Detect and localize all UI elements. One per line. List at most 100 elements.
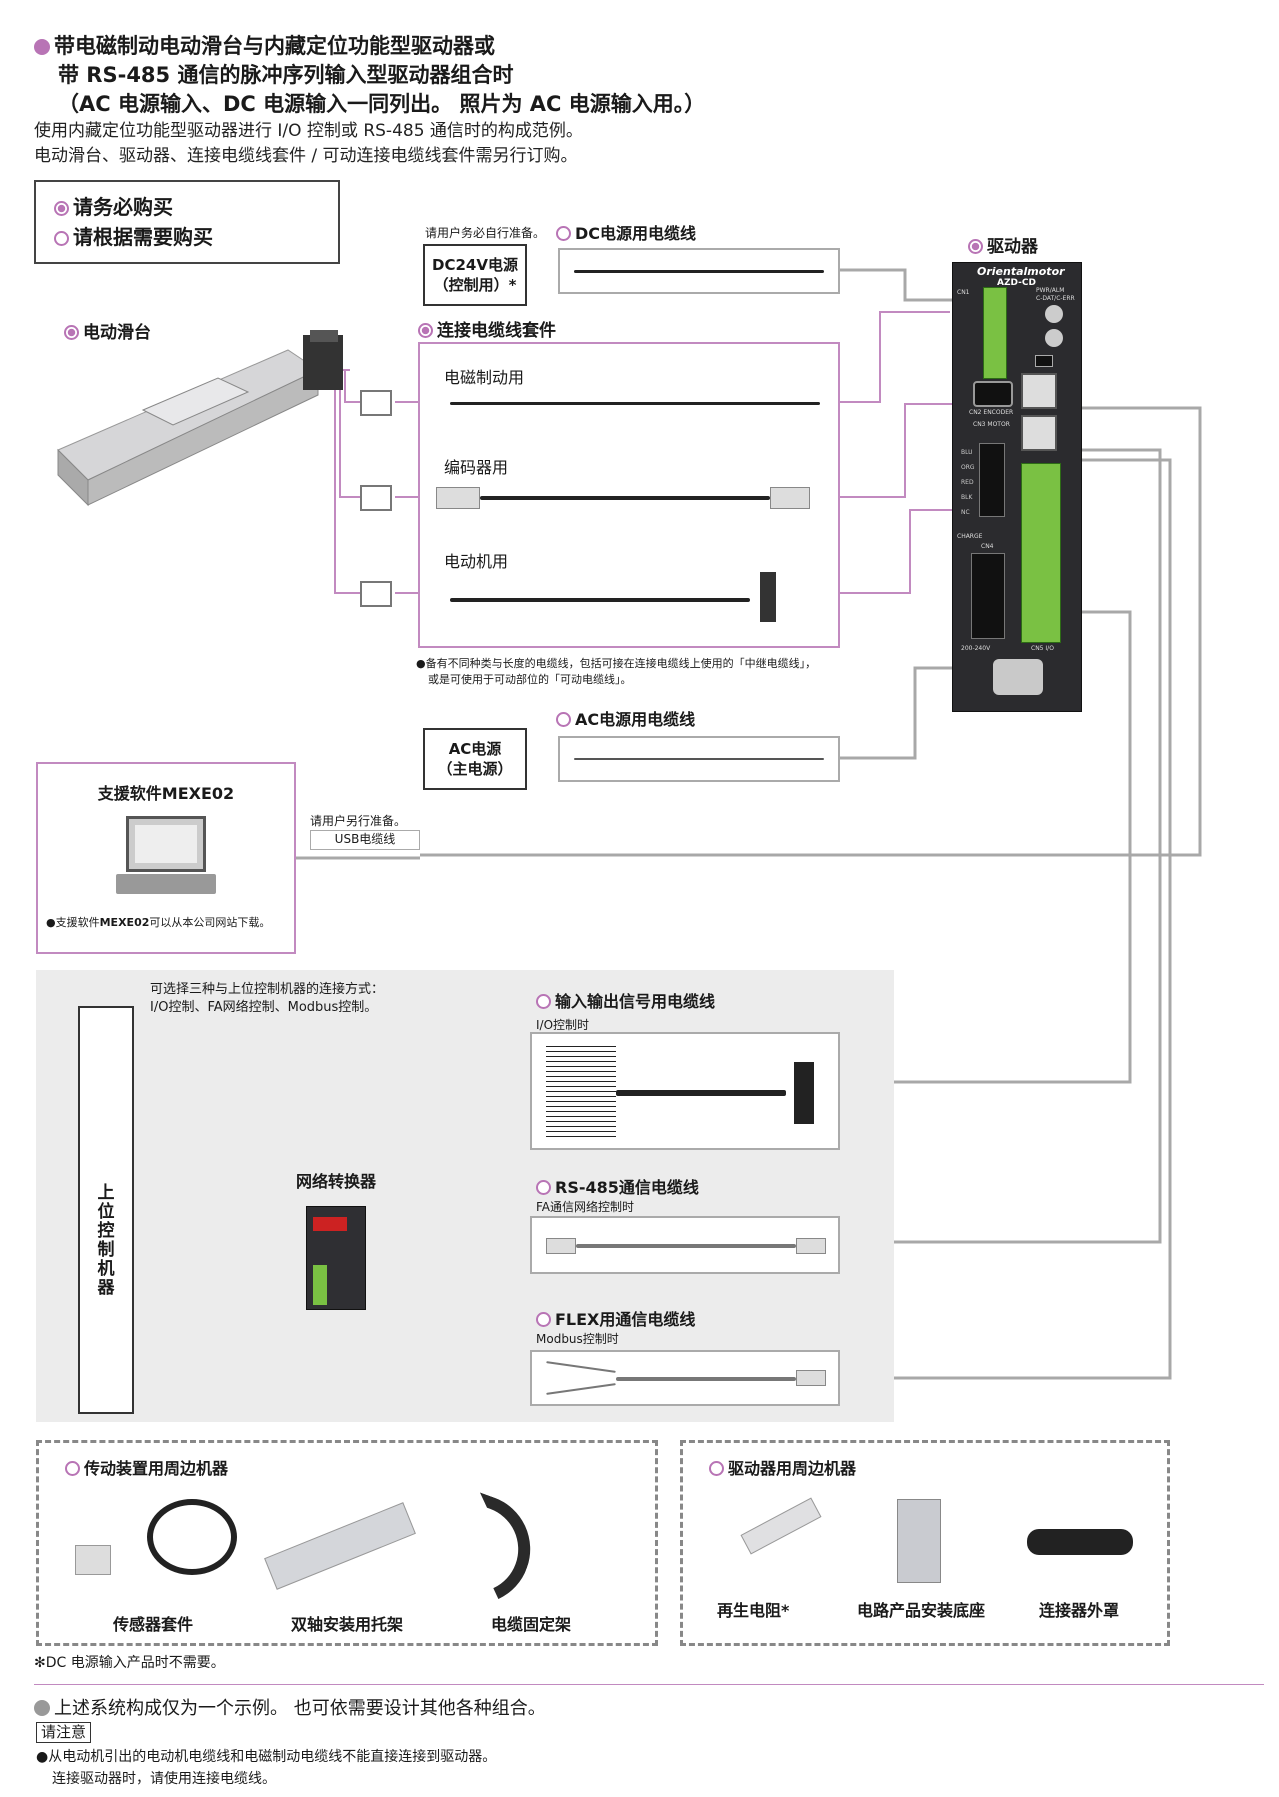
encoder-connector-icon [360,485,392,511]
optional-icon [54,231,69,246]
rs485-port-icon [1021,415,1057,451]
motor-cable-label: 电动机用 [444,552,509,571]
driver-model: AZD-CD [997,278,1036,288]
software-title: 支援软件MEXE02 [97,784,235,803]
ac-cable-label: AC电源用电缆线 [556,706,695,730]
software-note: ●支援软件MEXE02可以从本公司网站下载。 [46,916,271,929]
brake-cable-image [450,402,820,405]
optional-icon [536,1312,551,1327]
ac-power-box: AC电源 （主电源） [423,728,527,790]
io-cable-box [530,1032,840,1150]
rs485-port-icon [1021,373,1057,409]
driver-cn2-label: CN2 ENCODER [969,409,1014,416]
usb-port-icon [1035,355,1053,367]
divider [34,1684,1264,1685]
slide-label: 电动滑台 [64,318,151,343]
flex-plug-icon [796,1370,826,1386]
cn1-terminal-icon [983,287,1007,379]
title-line-1: 带电磁制动电动滑台与内藏定位功能型驱动器或 [34,32,705,61]
rotary-switch-icon [1045,329,1063,347]
cn5-io-terminal-icon [1021,463,1061,643]
encoder-cable-image [480,496,770,500]
optional-icon [556,226,571,241]
host-controller-box: 上位控制机器 [78,1006,134,1414]
cable-carrier-image [442,1492,546,1620]
dc-cable-image [574,270,824,273]
network-converter-image [306,1206,366,1310]
header: 带电磁制动电动滑台与内藏定位功能型驱动器或 带 RS-485 通信的脉冲序列输入… [34,32,705,169]
bottom-note: 上述系统构成仅为一个示例。 也可依需要设计其他各种组合。 [34,1694,546,1720]
mounting-plate-image [897,1499,941,1583]
caution-label: 请注意 [36,1722,92,1743]
driver-peripherals-box: 驱动器用周边机器 再生电阻* 电路产品安装底座 连接器外罩 [680,1440,1170,1646]
flex-cable-image [616,1377,796,1381]
dual-axis-bracket-image [264,1502,416,1590]
optional-icon [536,994,551,1009]
flex-cable-box [530,1350,840,1406]
optional-icon [536,1180,551,1195]
rs485-plug-icon [546,1238,576,1254]
required-icon [64,325,79,340]
driver-cn1-label: CN1 [957,289,970,296]
rs485-cable-box [530,1216,840,1274]
usb-note: 请用户另行准备。 [310,814,407,828]
driver-peripherals-title: 驱动器用周边机器 [709,1455,856,1479]
cable-kit-note-1: ●备有不同种类与长度的电缆线，包括可接在连接电缆线上使用的「中继电缆线」， [416,657,817,670]
cable-kit-note-2: 或是可使用于可动部位的「可动电缆线」。 [428,673,632,686]
ac-cable-image [574,758,824,760]
actuator-peripherals-box: 传动装置用周边机器 传感器套件 双轴安装用托架 电缆固定架 [36,1440,658,1646]
actuator-peripherals-title: 传动装置用周边机器 [65,1455,228,1479]
actuator-item-1: 传感器套件 [113,1615,194,1634]
io-plug-icon [794,1062,814,1124]
dc-cable-label: DC电源用电缆线 [556,220,696,244]
bullet-dot-icon [34,1700,50,1716]
laptop-keyboard-icon [116,874,216,894]
ground-terminal-icon [993,659,1043,695]
driver-item-2: 电路产品安装底座 [857,1601,986,1620]
rs485-plug-icon [796,1238,826,1254]
driver-brand: Orientalmotor [977,265,1065,278]
driver-voltage-label: 200-240V [961,645,991,652]
cn2-encoder-port-icon [973,381,1013,407]
driver-cpu-label: C-DAT/C-ERR [1036,295,1075,302]
flex-cable-label: FLEX用通信电缆线 [536,1306,695,1330]
motor-cable-image [450,598,750,602]
flex-cable-sub: Modbus控制时 [536,1332,619,1346]
driver-image: Orientalmotor AZD-CD PWR/ALM C-DAT/C-ERR… [952,262,1082,712]
rotary-switch-icon [1045,305,1063,323]
cn3-motor-port-icon [979,443,1005,517]
io-cable-image [616,1090,786,1096]
optional-icon [65,1461,80,1476]
required-icon [968,239,983,254]
dc-cable-box [558,248,840,294]
description-1: 使用内藏定位功能型驱动器进行 I/O 控制或 RS-485 通信时的构成范例。 [34,121,583,141]
optional-icon [556,712,571,727]
encoder-plug-icon [770,487,810,509]
usb-cable-box: USB电缆线 [310,830,420,850]
driver-cn5-label: CN5 I/O [1031,645,1054,652]
legend-box: 请务必购买 请根据需要购买 [34,180,340,264]
ac-cable-box [558,736,840,782]
laptop-icon [126,816,206,872]
regen-resistor-image [740,1497,822,1555]
cn4-power-port-icon [971,553,1005,639]
io-cable-sub: I/O控制时 [536,1018,590,1032]
converter-label: 网络转换器 [296,1172,377,1191]
optional-icon [709,1461,724,1476]
cable-kit-box: 电磁制动用 编码器用 电动机用 [418,342,840,648]
motor-connector-icon [360,581,392,607]
footnote: ✻DC 电源输入产品时不需要。 [34,1655,225,1671]
rs485-cable-label: RS-485通信电缆线 [536,1174,699,1198]
required-icon [418,323,433,338]
description-2: 电动滑台、驱动器、连接电缆线套件 / 可动连接电缆线套件需另行订购。 [34,146,578,166]
motor-plug-icon [760,572,776,622]
dc-power-note: 请用户务必自行准备。 [425,226,546,240]
rs485-cable-sub: FA通信网络控制时 [536,1200,635,1214]
bullet-dot-icon [34,39,50,55]
actuator-item-3: 电缆固定架 [491,1615,572,1634]
sensor-kit-image-part [75,1545,111,1575]
host-controller-label: 上位控制机器 [97,1183,115,1298]
caution-text-1: ●从电动机引出的电动机电缆线和电磁制动电缆线不能直接连接到驱动器。 [36,1749,497,1765]
dc24v-power-box: DC24V电源 （控制用）* [423,244,527,306]
